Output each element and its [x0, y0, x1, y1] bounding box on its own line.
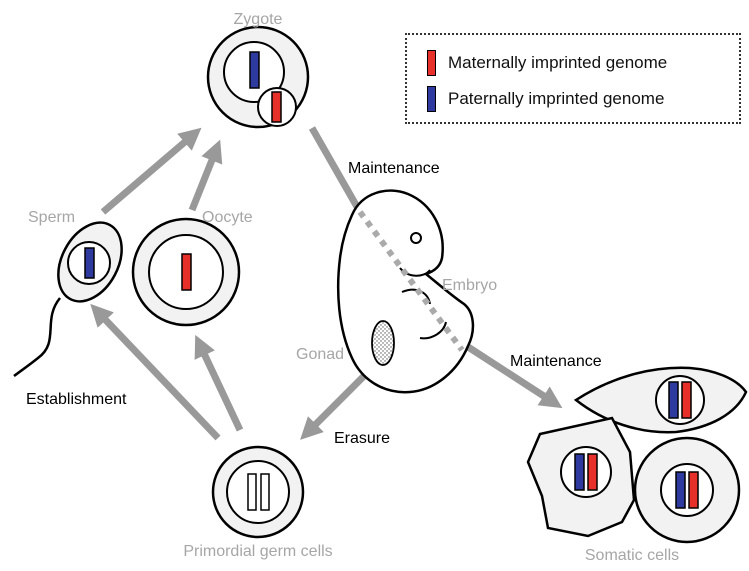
sperm-label: Sperm [28, 209, 75, 226]
maternal-swatch [427, 50, 436, 76]
oocyte-cell [131, 217, 241, 327]
arrow-pgc-to-sperm [90, 303, 221, 441]
paternal-chromosome [668, 381, 679, 419]
sperm-cell [13, 221, 123, 378]
arrow-embryo-to-somatic [463, 342, 563, 409]
zygote-label: Zygote [234, 11, 283, 28]
oocyte-label: Oocyte [202, 209, 253, 226]
somatic-cells-label: Somatic cells [585, 547, 679, 564]
maintenance-bottom-label: Maintenance [510, 353, 602, 370]
legend-item-maternal: Maternally imprinted genome [427, 49, 667, 77]
erased-chromosome [260, 473, 270, 511]
embryo-eye [410, 232, 422, 244]
zygote-cell [206, 25, 310, 129]
legend-label-maternal: Maternally imprinted genome [448, 53, 668, 72]
maternal-chromosome [688, 471, 699, 509]
embryo [336, 189, 475, 394]
primordial-germ-cell [211, 445, 305, 539]
maternal-chromosome [181, 253, 192, 291]
germline-dotted-path [357, 210, 465, 352]
erased-chromosome [247, 473, 257, 511]
paternal-chromosome [675, 471, 686, 509]
embryo-label: Embryo [442, 277, 497, 294]
erasure-label: Erasure [334, 430, 390, 447]
legend: Maternally imprinted genome Paternally i… [405, 33, 741, 124]
paternal-chromosome [249, 51, 260, 89]
arrow-oocyte-to-zygote [188, 139, 223, 212]
paternal-swatch [427, 86, 436, 112]
arrow-pgc-to-oocyte [194, 334, 244, 432]
paternal-chromosome [574, 453, 585, 491]
arrow-sperm-to-zygote [100, 127, 202, 215]
legend-item-paternal: Paternally imprinted genome [427, 85, 664, 113]
arrow-gonad-to-pgc [300, 363, 377, 440]
pgc-label: Primordial germ cells [183, 543, 332, 560]
gonad-shape [371, 320, 395, 366]
gonad-label: Gonad [296, 346, 344, 363]
legend-label-paternal: Paternally imprinted genome [448, 89, 665, 108]
maternal-chromosome [681, 381, 692, 419]
arrows [90, 126, 563, 441]
establishment-label: Establishment [26, 391, 127, 408]
maternal-chromosome [271, 91, 282, 123]
arrow-zygote-to-embryo [308, 126, 364, 214]
paternal-chromosome [84, 247, 95, 279]
maternal-chromosome [587, 453, 598, 491]
somatic-cells [526, 366, 748, 544]
maintenance-top-label: Maintenance [348, 160, 440, 177]
